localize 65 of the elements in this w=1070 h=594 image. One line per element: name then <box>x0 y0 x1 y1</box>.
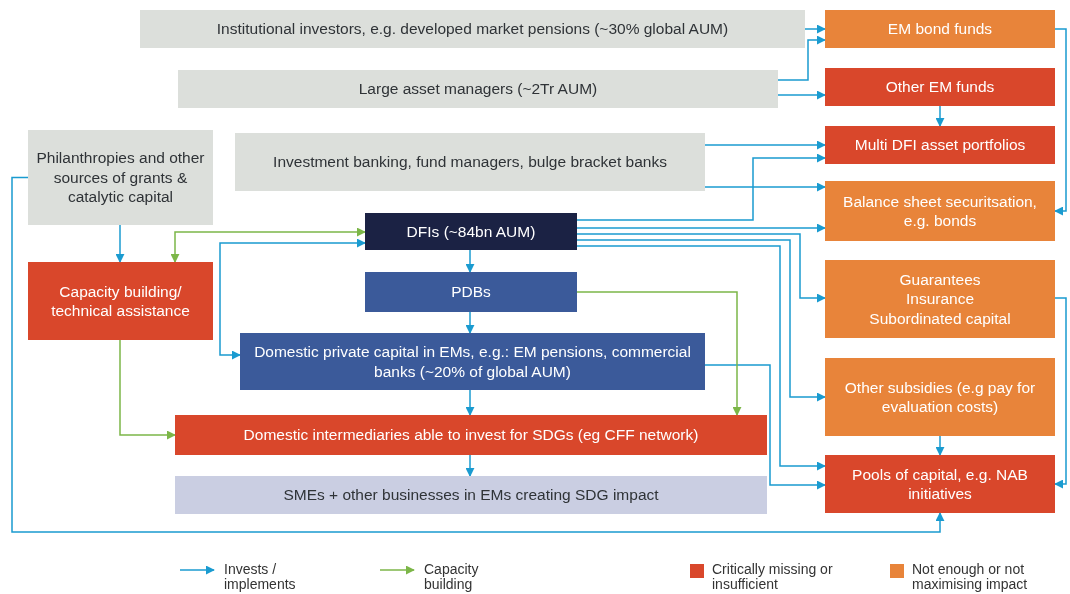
process-box <box>825 455 1055 513</box>
process-box <box>178 70 778 108</box>
arrow <box>576 153 826 221</box>
node-text: SMEs + other businesses in EMs creating SDG impact <box>283 485 659 505</box>
arrow <box>804 24 826 34</box>
arrow <box>704 182 826 192</box>
process-box <box>825 260 1055 338</box>
node-text: PDBs <box>451 282 491 302</box>
node-text: Balance sheet securitsation, e.g. bonds <box>842 191 1038 231</box>
process-box <box>140 10 805 48</box>
legend-text: Invests / implements <box>224 562 297 593</box>
legend-text: Not enough or not maximising impact <box>912 562 1029 593</box>
process-box <box>28 130 213 225</box>
node-text: Domestic intermediaries able to invest for SDGs (eg CFF network) <box>243 425 699 445</box>
process-box <box>28 262 213 340</box>
arrow <box>465 454 475 477</box>
arrow <box>115 224 125 263</box>
node-text: DFIs (~84bn AUM) <box>406 221 536 242</box>
legend-text: Critically missing or insufficient <box>712 562 834 593</box>
arrow <box>777 90 826 100</box>
node-text: Pools of capital, e.g. NAB initiatives <box>851 464 1029 504</box>
node-text: Investment banking, fund managers, bulge bracket banks <box>273 152 667 172</box>
arrow <box>11 176 945 533</box>
arrow <box>170 227 366 263</box>
node-text: EM bond funds <box>887 19 993 39</box>
arrow <box>1054 28 1067 216</box>
process-box <box>825 181 1055 241</box>
arrow <box>576 239 826 402</box>
process-box <box>175 415 767 455</box>
process-box <box>825 358 1055 436</box>
node-text: Subordinated capital <box>869 308 1011 329</box>
node-text: Guarantees <box>899 269 981 290</box>
process-box <box>825 126 1055 164</box>
node-text: Capacity building/ technical assistance <box>50 281 191 321</box>
process-box <box>175 476 767 514</box>
node-text: Institutional investors, e.g. developed market pensions (~30% global AUM) <box>216 19 729 39</box>
arrow <box>465 249 475 273</box>
arrow <box>935 105 945 127</box>
arrow <box>576 245 826 471</box>
node-text: Domestic private capital in EMs, e.g.: EM pensions, commercial banks (~20% of global AUM) <box>253 342 692 381</box>
node-text: Large asset managers (~2Tr AUM) <box>358 79 598 99</box>
process-box <box>240 333 705 390</box>
node-text: Multi DFI asset portfolios <box>854 135 1026 155</box>
node-text: Other subsidies (e.g pay for evaluation costs) <box>843 377 1037 417</box>
process-box <box>365 272 577 312</box>
arrow <box>219 238 366 360</box>
arrow <box>1054 297 1067 489</box>
process-box <box>235 133 705 191</box>
process-box <box>825 10 1055 48</box>
node-text: Philanthropies and other sources of grants & catalytic capital <box>36 148 205 207</box>
arrow <box>465 311 475 334</box>
arrow <box>704 140 826 150</box>
node-text: Insurance <box>905 289 975 309</box>
arrow <box>576 223 826 233</box>
arrow <box>576 291 742 416</box>
node-text: Other EM funds <box>885 77 995 97</box>
arrow <box>704 364 826 490</box>
process-box <box>825 68 1055 106</box>
arrow <box>576 233 826 303</box>
arrow <box>465 389 475 416</box>
arrow <box>935 435 945 456</box>
legend-text: Capacity building <box>424 562 480 593</box>
process-box <box>365 213 577 250</box>
arrow <box>777 35 826 81</box>
arrow <box>119 339 176 440</box>
